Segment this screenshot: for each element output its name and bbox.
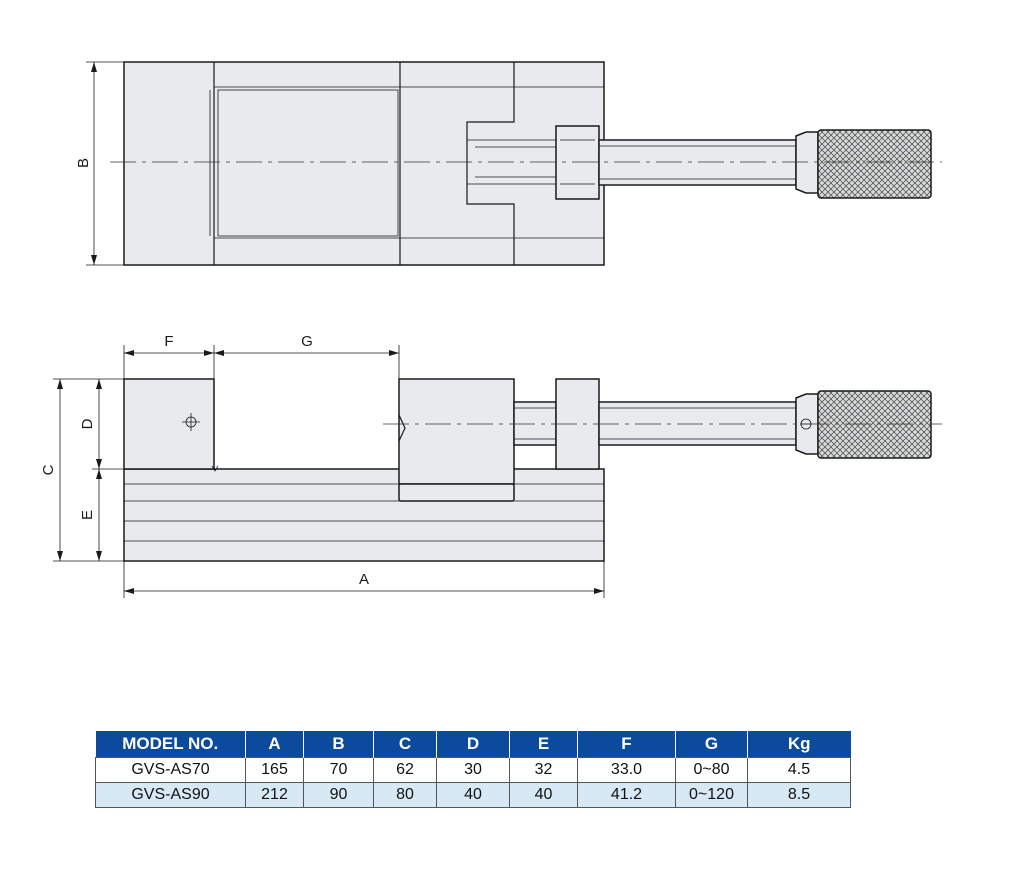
top-view: B	[75, 61, 942, 266]
column-header: Kg	[747, 731, 851, 758]
table-cell: 90	[303, 782, 374, 808]
table-cell: 40	[436, 782, 510, 808]
dimension-label-c: C	[40, 464, 57, 475]
table-cell: 4.5	[747, 757, 851, 783]
table-cell: 80	[373, 782, 437, 808]
moving-jaw-slider	[398, 483, 515, 502]
vise-technical-drawing: B	[40, 61, 942, 598]
table-cell: 0~80	[675, 757, 748, 783]
knurled-handle-top	[817, 129, 932, 199]
table-cell: 40	[509, 782, 578, 808]
dimension-label-a: A	[359, 571, 369, 588]
screw-nut-block	[555, 125, 600, 200]
table-cell: 8.5	[747, 782, 851, 808]
lead-screw-top	[598, 139, 797, 186]
dimension-label-e: E	[79, 510, 96, 520]
table-cell: 165	[245, 757, 304, 783]
jaw-opening	[217, 89, 399, 237]
column-header: F	[577, 731, 676, 758]
moving-jaw-side	[398, 378, 515, 485]
table-cell: 33.0	[577, 757, 676, 783]
vise-body-top	[123, 61, 605, 266]
handle-collar-top	[795, 131, 819, 194]
fixed-jaw-side	[123, 378, 215, 470]
column-header: D	[436, 731, 510, 758]
column-header: A	[245, 731, 304, 758]
table-cell: 62	[373, 757, 437, 783]
table-cell: 32	[509, 757, 578, 783]
table-cell: GVS-AS90	[95, 782, 246, 808]
knurled-handle-side	[817, 390, 932, 459]
column-header: B	[303, 731, 374, 758]
side-view: F G C D E A	[40, 333, 942, 598]
column-header: C	[373, 731, 437, 758]
table-cell: 0~120	[675, 782, 748, 808]
dimension-label-d: D	[79, 418, 96, 429]
dimension-label-b: B	[75, 158, 92, 168]
lead-screw-side-inner	[513, 401, 557, 446]
table-cell: 41.2	[577, 782, 676, 808]
dimension-label-f: F	[164, 333, 173, 350]
table-cell: 212	[245, 782, 304, 808]
table-cell: GVS-AS70	[95, 757, 246, 783]
vise-base-side	[123, 468, 605, 562]
column-header: MODEL NO.	[95, 731, 246, 758]
lead-screw-side	[598, 401, 797, 446]
table-cell: 70	[303, 757, 374, 783]
column-header: E	[509, 731, 578, 758]
column-header: G	[675, 731, 748, 758]
dimension-label-g: G	[301, 333, 313, 350]
table-cell: 30	[436, 757, 510, 783]
